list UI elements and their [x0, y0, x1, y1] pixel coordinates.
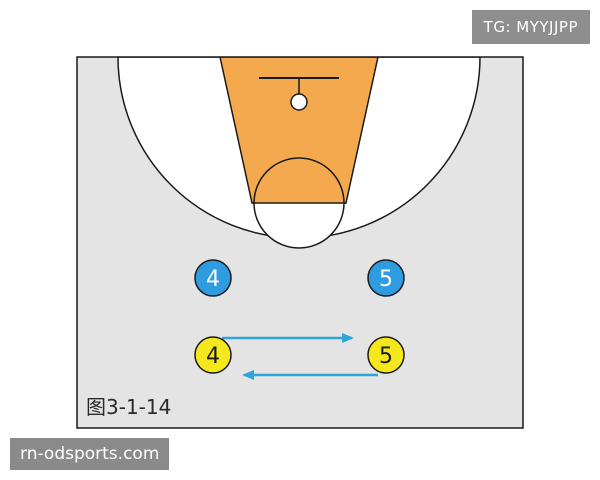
player-label: 5	[379, 344, 393, 369]
player-blue-4: 4	[194, 259, 232, 297]
figure-caption: 图3-1-14	[86, 395, 171, 419]
player-blue-5: 5	[367, 259, 405, 297]
free-throw-circle-top	[254, 158, 344, 203]
player-label: 4	[206, 344, 220, 369]
rim	[290, 93, 308, 111]
watermark-site-label: rn-odsports.com	[10, 438, 170, 470]
watermark-top-tag: TG: MYYJJPP	[471, 10, 590, 44]
free-throw-circle-bottom	[254, 203, 344, 248]
player-label: 4	[206, 267, 220, 292]
court-boundary	[76, 56, 524, 429]
player-label: 5	[379, 267, 393, 292]
player-yellow-5: 5	[367, 336, 405, 374]
player-yellow-4: 4	[194, 336, 232, 374]
